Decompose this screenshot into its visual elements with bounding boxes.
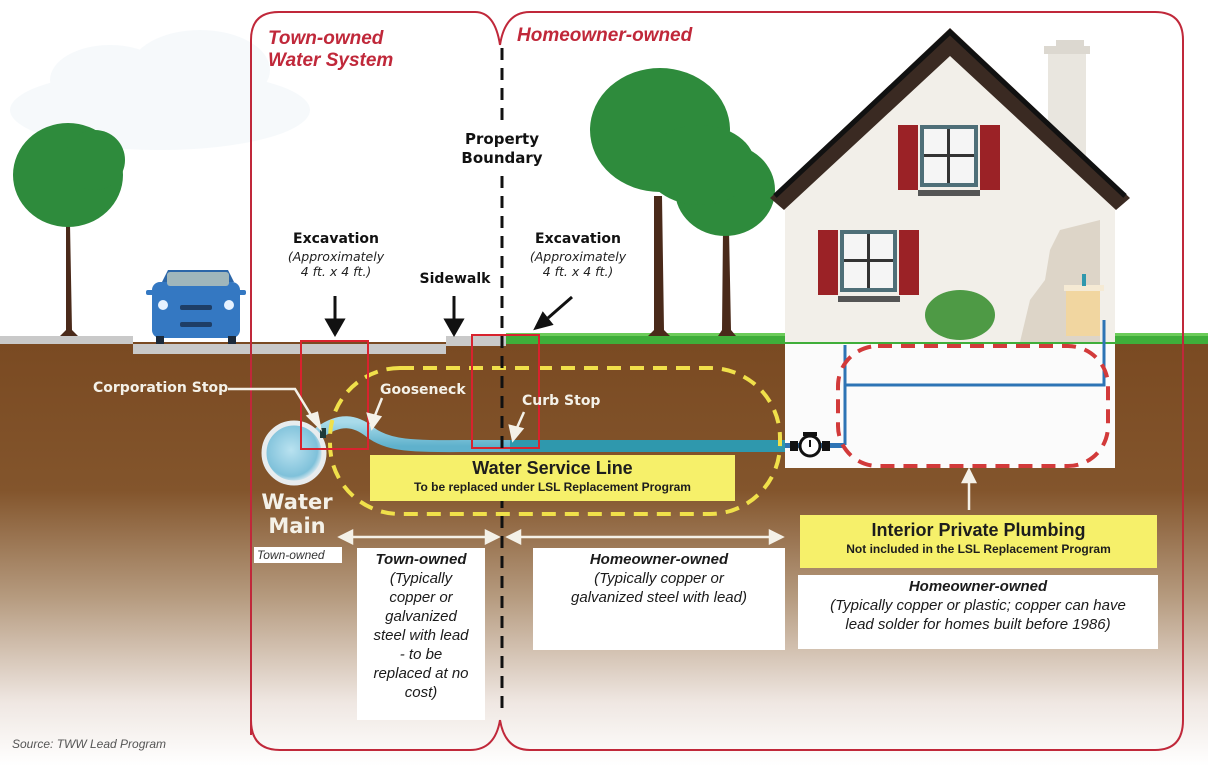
excavation-box-left	[300, 340, 369, 450]
town-owned-info-line: (Typically	[389, 570, 453, 587]
homeowner-interior-info-line: (Typically copper or plastic; copper can…	[830, 597, 1126, 614]
excavation-right-title: Excavation	[535, 231, 621, 247]
excavation-right-sub1: (Approximately	[529, 249, 627, 264]
corporation-stop-label: Corporation Stop	[93, 380, 229, 396]
water-service-line-subtitle: To be replaced under LSL Replacement Pro…	[414, 480, 691, 494]
town-owned-heading: Town-owned Water System	[268, 28, 393, 72]
excavation-box-right	[471, 334, 540, 449]
town-owned-info-box: Town-owned (Typically copper or galvaniz…	[357, 548, 485, 720]
interior-plumbing-title: Interior Private Plumbing	[871, 520, 1086, 540]
gooseneck-label: Gooseneck	[380, 382, 466, 398]
homeowner-interior-info-box: Homeowner-owned (Typically copper or pla…	[798, 575, 1158, 649]
town-owned-info-line: - to be	[399, 646, 443, 663]
interior-plumbing-subtitle: Not included in the LSL Replacement Prog…	[846, 542, 1111, 556]
arrow-icon	[228, 387, 526, 443]
homeowner-interior-info-line: lead solder for homes built before 1986)	[845, 616, 1111, 633]
town-region-outline	[250, 11, 501, 751]
house-icon	[770, 28, 1130, 468]
sidewalk-label: Sidewalk	[419, 271, 491, 287]
excavation-left-sub1: (Approximately	[287, 249, 385, 264]
town-owned-info-line: copper or	[389, 589, 453, 606]
homeowner-region-outline	[499, 11, 1184, 751]
excavation-left-title: Excavation	[293, 231, 379, 247]
town-owned-info-line: steel with lead	[373, 627, 469, 644]
curb-stop-label: Curb Stop	[522, 393, 601, 409]
road-surface	[0, 336, 506, 354]
excavation-left-sub2: 4 ft. x 4 ft.)	[300, 264, 372, 279]
excavation-left-label: Excavation (Approximately 4 ft. x 4 ft.)	[276, 230, 396, 279]
property-boundary-line1: Property	[465, 130, 539, 148]
water-main-line1: Water	[261, 490, 333, 514]
homeowner-service-info-line: (Typically copper or	[594, 570, 724, 587]
homeowner-service-info-box: Homeowner-owned (Typically copper or gal…	[533, 548, 785, 650]
homeowner-owned-heading: Homeowner-owned	[517, 25, 693, 46]
source-caption: Source: TWW Lead Program	[12, 737, 167, 751]
ownership-range-arrows	[337, 467, 978, 546]
water-main-label: Water Main	[252, 490, 342, 538]
property-boundary-label: Property Boundary	[440, 130, 564, 168]
town-owned-info-heading: Town-owned	[375, 551, 467, 568]
property-boundary-line2: Boundary	[461, 149, 543, 167]
water-service-line-box: Water Service Line To be replaced under …	[370, 455, 735, 501]
water-meter-icon	[790, 432, 830, 458]
homeowner-interior-info-heading: Homeowner-owned	[908, 578, 1048, 595]
town-owned-heading-line2: Water System	[268, 50, 394, 71]
service-line-outline	[328, 366, 782, 516]
excavation-right-label: Excavation (Approximately 4 ft. x 4 ft.)	[518, 230, 638, 279]
tree-icon	[590, 68, 775, 336]
car-icon	[146, 270, 246, 344]
arrow-icon	[324, 295, 573, 338]
tree-icon	[13, 123, 125, 336]
town-owned-info-line: replaced at no	[373, 665, 469, 682]
water-main-owner-label: Town-owned	[254, 547, 342, 563]
town-owned-info-line: cost)	[404, 684, 438, 701]
water-main-line2: Main	[268, 514, 326, 538]
town-owned-heading-line1: Town-owned	[268, 28, 384, 49]
interior-plumbing-box: Interior Private Plumbing Not included i…	[800, 515, 1157, 568]
homeowner-service-info-line: galvanized steel with lead)	[571, 589, 747, 606]
water-service-line-title: Water Service Line	[472, 458, 633, 478]
excavation-right-sub2: 4 ft. x 4 ft.)	[542, 264, 614, 279]
interior-plumbing-outline	[836, 344, 1110, 468]
water-main-pipe	[261, 420, 327, 486]
homeowner-service-info-heading: Homeowner-owned	[589, 551, 729, 568]
town-owned-info-line: galvanized	[385, 608, 457, 625]
